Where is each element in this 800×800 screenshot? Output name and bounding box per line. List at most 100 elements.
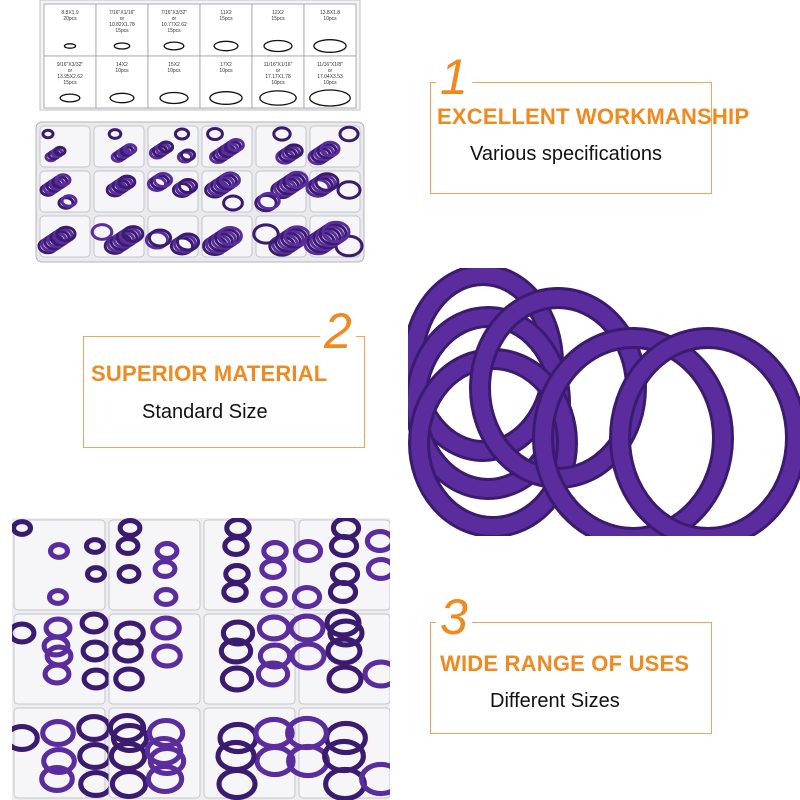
tray-oring: [146, 176, 168, 192]
tray-oring: [60, 194, 78, 208]
lid-ring-outline: [263, 39, 293, 53]
tray-oring: [175, 232, 201, 252]
tray-oring: [318, 222, 348, 246]
tray-oring: [39, 764, 75, 794]
feature-number-3: 3: [436, 592, 472, 642]
tray-oring: [255, 660, 291, 688]
tray-oring: [289, 641, 327, 671]
tray-oring: [115, 536, 141, 556]
tray-oring: [259, 558, 287, 580]
tray-oring: [222, 535, 250, 557]
lid-ring-outline: [59, 93, 81, 103]
tray-oring: [121, 225, 145, 243]
feature-heading-2: SUPERIOR MATERIAL: [91, 361, 328, 386]
feature-subtitle-3: Different Sizes: [490, 690, 620, 712]
tray-oring: [227, 137, 245, 153]
tray-oring: [55, 225, 77, 243]
tray-oring: [154, 541, 180, 561]
tray-oring: [253, 716, 295, 750]
tray-oring: [292, 539, 324, 563]
lid-ring-outline: [313, 39, 347, 53]
tray-oring: [211, 229, 237, 251]
tray-oring: [47, 542, 71, 560]
tray-oring: [41, 746, 77, 776]
tray-oring: [324, 608, 362, 638]
tray-oring: [152, 559, 178, 579]
lid-ring-outline: [209, 91, 243, 105]
tray-oring: [54, 173, 72, 187]
tray-oring: [252, 223, 280, 245]
tray-oring: [80, 639, 110, 663]
tray-oring: [328, 534, 360, 558]
tray-oring: [218, 637, 254, 665]
tray-oring: [118, 227, 142, 245]
tray-oring: [308, 176, 334, 196]
tray-oring: [53, 145, 67, 157]
tray-oring: [117, 174, 137, 190]
tray-oring: [149, 174, 171, 190]
tray-oring: [107, 128, 123, 140]
tray-oring: [219, 665, 255, 693]
tray-oring: [84, 565, 108, 583]
tray-oring: [326, 664, 364, 694]
feature-number-1: 1: [436, 52, 472, 102]
tray-oring: [174, 180, 196, 196]
tray-oring: [12, 519, 34, 537]
tray-oring: [281, 145, 301, 161]
tray-oring: [365, 557, 390, 581]
tray-oring: [41, 128, 55, 140]
tray-oring: [274, 231, 302, 253]
tray-oring: [220, 619, 256, 647]
tray-oring: [40, 718, 76, 748]
feature-box-2: [83, 336, 365, 448]
kit-closeup-photo: [12, 518, 390, 800]
feature-box-3: [430, 622, 712, 734]
tray-oring: [272, 126, 292, 142]
tray-oring: [254, 193, 278, 213]
tray-oring: [157, 140, 175, 154]
tray-oring: [215, 739, 257, 773]
lid-ring-outline: [159, 91, 189, 105]
tray-oring: [319, 140, 341, 158]
tray-oring: [108, 740, 148, 772]
tray-oring: [362, 659, 390, 689]
feature-subtitle-1: Various specifications: [470, 143, 662, 165]
tray-oring: [147, 228, 173, 248]
feature-subtitle-2: Standard Size: [142, 401, 268, 423]
feature-number-2: 2: [320, 306, 356, 356]
tray-oring: [146, 717, 186, 749]
tray-oring: [153, 587, 179, 607]
lid-ring-outline: [113, 42, 131, 50]
lid-ring-outline: [309, 89, 351, 107]
tray-oring: [107, 712, 147, 744]
tray-oring: [208, 231, 234, 253]
tray-oring: [336, 180, 362, 200]
tray-oring: [90, 223, 114, 241]
lid-ring-outline: [213, 40, 239, 52]
tray-oring: [171, 182, 193, 198]
tray-oring: [214, 227, 240, 249]
tray-oring: [285, 715, 329, 751]
closeup-oring: [535, 330, 731, 536]
tray-oring: [112, 638, 144, 664]
lid-ring-outline: [163, 41, 185, 51]
tray-oring: [12, 621, 37, 645]
tray-oring: [83, 537, 107, 555]
tray-oring: [282, 172, 306, 192]
tray-oring: [151, 643, 183, 669]
feature-box-1: [430, 82, 712, 194]
tray-oring: [169, 236, 195, 256]
tray-oring: [150, 615, 182, 641]
tray-oring: [145, 763, 185, 795]
tray-oring: [321, 220, 351, 244]
tray-oring: [221, 581, 249, 603]
tray-oring: [46, 588, 70, 606]
